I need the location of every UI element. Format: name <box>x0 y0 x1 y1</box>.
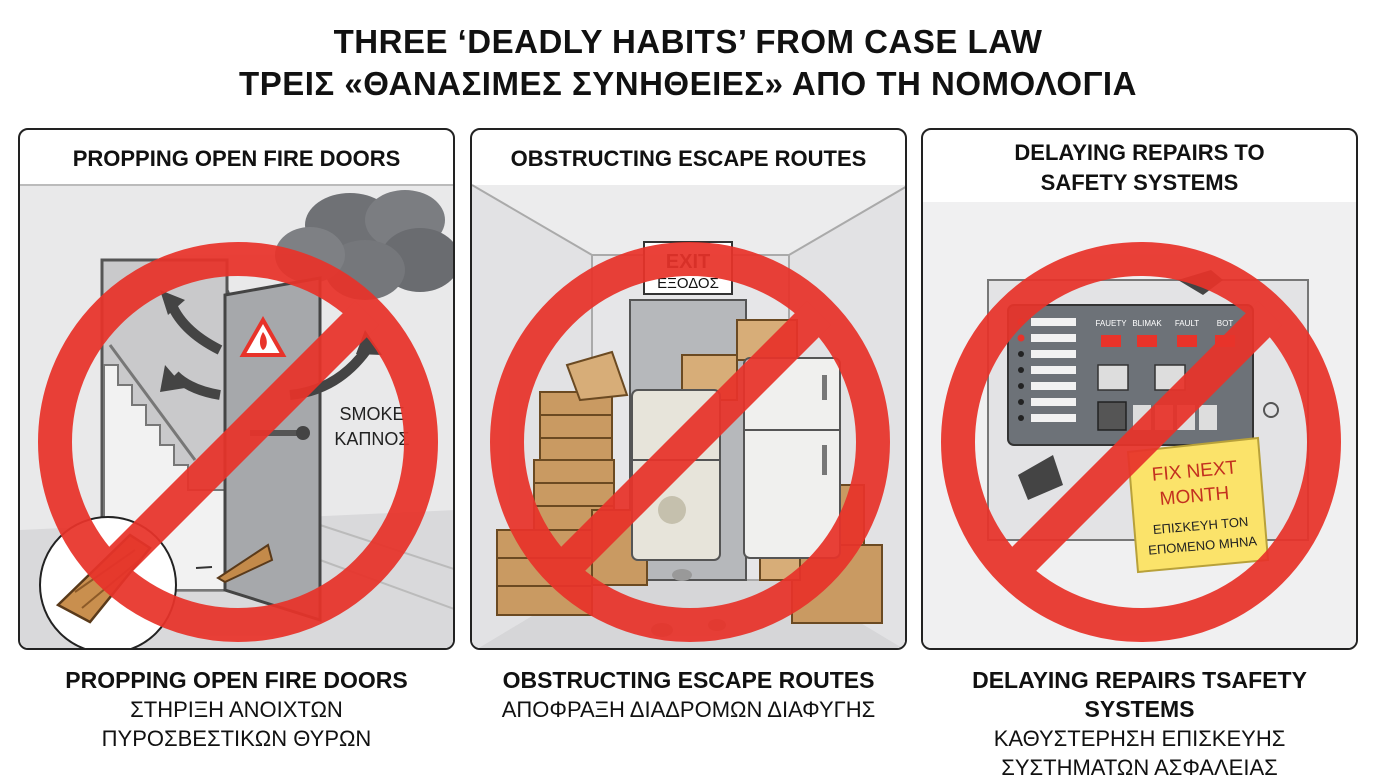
escape-route-illustration: EXIT ΕΞΟΔΟΣ <box>472 184 905 648</box>
page-title: THREE ‘DEADLY HABITS’ FROM CASE LAW <box>333 23 1043 60</box>
caption-el-line1: ΑΠΟΦΡΑΞΗ ΔΙΑΔΡΟΜΩΝ ΔΙΑΦΥΓΗΣ <box>501 697 876 722</box>
panel-escape-routes: EXIT ΕΞΟΔΟΣ <box>470 128 907 650</box>
panel-label-2: BLIMAK <box>1132 319 1162 328</box>
caption-safety-systems: DELAYING REPAIRS TSAFETY SYSTEMS ΚΑΘΥΣΤΕ… <box>921 666 1358 782</box>
panel-heading-line1: DELAYING REPAIRS TO <box>1014 140 1265 165</box>
panel-heading-line2: SAFETY SYSTEMS <box>1040 170 1239 195</box>
panel-heading: OBSTRUCTING ESCAPE ROUTES <box>510 146 867 171</box>
caption-fire-doors: PROPPING OPEN FIRE DOORS ΣΤΗΡΙΞΗ ΑΝΟΙΧΤΩ… <box>18 666 455 753</box>
caption-el-line1: ΣΤΗΡΙΞΗ ΑΝΟΙΧΤΩΝ <box>130 697 343 722</box>
caption-el-line1: ΚΑΘΥΣΤΕΡΗΣΗ ΕΠΙΣΚΕΥΗΣ <box>993 726 1286 751</box>
caption-escape-routes: OBSTRUCTING ESCAPE ROUTES ΑΠΟΦΡΑΞΗ ΔΙΑΔΡ… <box>470 666 907 724</box>
exit-label-el: ΕΞΟΔΟΣ <box>657 275 719 292</box>
caption-en: OBSTRUCTING ESCAPE ROUTES <box>502 667 875 693</box>
fire-warning-icon <box>239 315 287 357</box>
panel-heading: PROPPING OPEN FIRE DOORS <box>72 146 401 171</box>
safety-systems-illustration: FAUETY BLIMAK FAULT BOT FIX NEXT MONTH Ε… <box>923 202 1356 648</box>
caption-en: DELAYING REPAIRS TSAFETY SYSTEMS <box>972 667 1307 722</box>
caption-en: PROPPING OPEN FIRE DOORS <box>65 667 408 693</box>
no-sign-icon <box>38 242 438 642</box>
panel-safety-systems: FAUETY BLIMAK FAULT BOT FIX NEXT MONTH Ε… <box>921 128 1358 650</box>
no-sign-icon <box>941 242 1341 642</box>
fire-door-illustration: SMOKE ΚΑΠΝΟΣ <box>20 184 453 648</box>
smoke-label-el: ΚΑΠΝΟΣ <box>334 429 409 449</box>
panel-label-4: BOT <box>1217 319 1234 328</box>
page-subtitle-greek: ΤΡΕΙΣ «ΘΑΝΑΣΙΜΕΣ ΣΥΝΗΘΕΙΕΣ» ΑΠΟ ΤΗ ΝΟΜΟΛ… <box>239 65 1137 102</box>
no-sign-icon <box>490 242 890 642</box>
panel-fire-doors: SMOKE ΚΑΠΝΟΣ PROPPING OPEN FIRE DOORS <box>18 128 455 650</box>
panel-label-1: FAUETY <box>1095 319 1127 328</box>
panel-label-3: FAULT <box>1175 319 1199 328</box>
caption-el-line2: ΠΥΡΟΣΒΕΣΤΙΚΩΝ ΘΥΡΩΝ <box>101 726 372 751</box>
smoke-label-en: SMOKE <box>339 404 404 424</box>
